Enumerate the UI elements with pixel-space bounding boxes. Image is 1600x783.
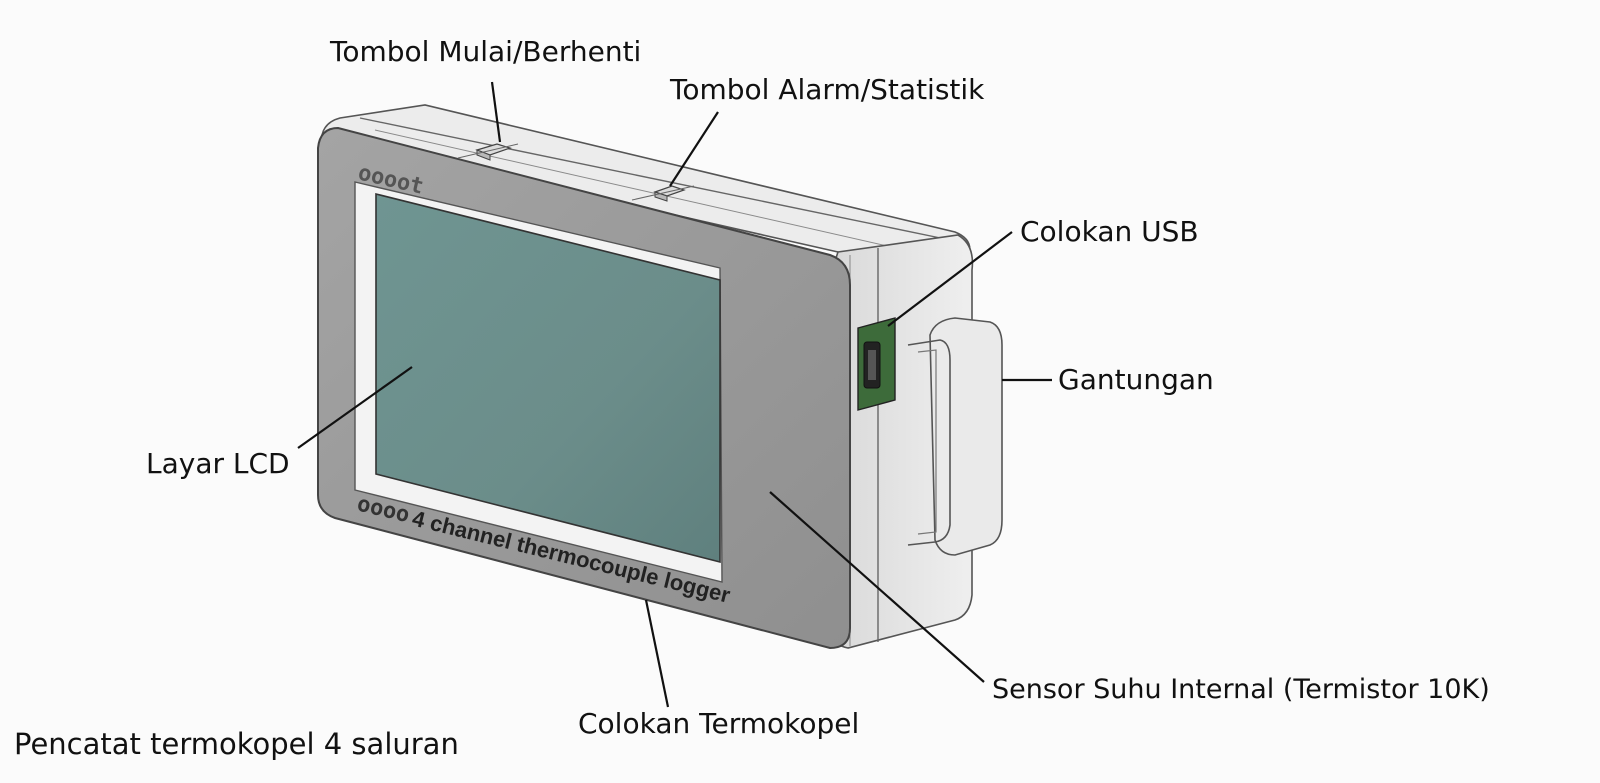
leader-alarm-stats xyxy=(669,111,719,187)
label-alarm-stats-button: Tombol Alarm/Statistik xyxy=(670,73,985,106)
label-lcd-screen: Layar LCD xyxy=(146,447,290,480)
usb-port xyxy=(857,317,896,411)
leader-start-stop xyxy=(490,81,502,143)
figure-caption: Pencatat termokopel 4 saluran xyxy=(14,727,459,761)
label-start-stop-button: Tombol Mulai/Berhenti xyxy=(330,35,642,68)
leader-lcd xyxy=(297,366,413,449)
label-hanger: Gantungan xyxy=(1058,363,1214,396)
top-seam-line xyxy=(359,117,951,241)
start-stop-button xyxy=(457,143,519,161)
alarm-stats-button xyxy=(631,185,695,202)
lcd-screen xyxy=(375,192,721,564)
label-thermocouple-port: Colokan Termokopel xyxy=(578,707,860,740)
leader-internal-sensor xyxy=(769,491,985,683)
label-internal-sensor: Sensor Suhu Internal (Termistor 10K) xyxy=(992,674,1490,705)
hanger xyxy=(907,317,1003,556)
label-usb-port: Colokan USB xyxy=(1020,215,1199,248)
leader-thermocouple xyxy=(644,599,670,708)
leader-usb xyxy=(887,231,1013,327)
